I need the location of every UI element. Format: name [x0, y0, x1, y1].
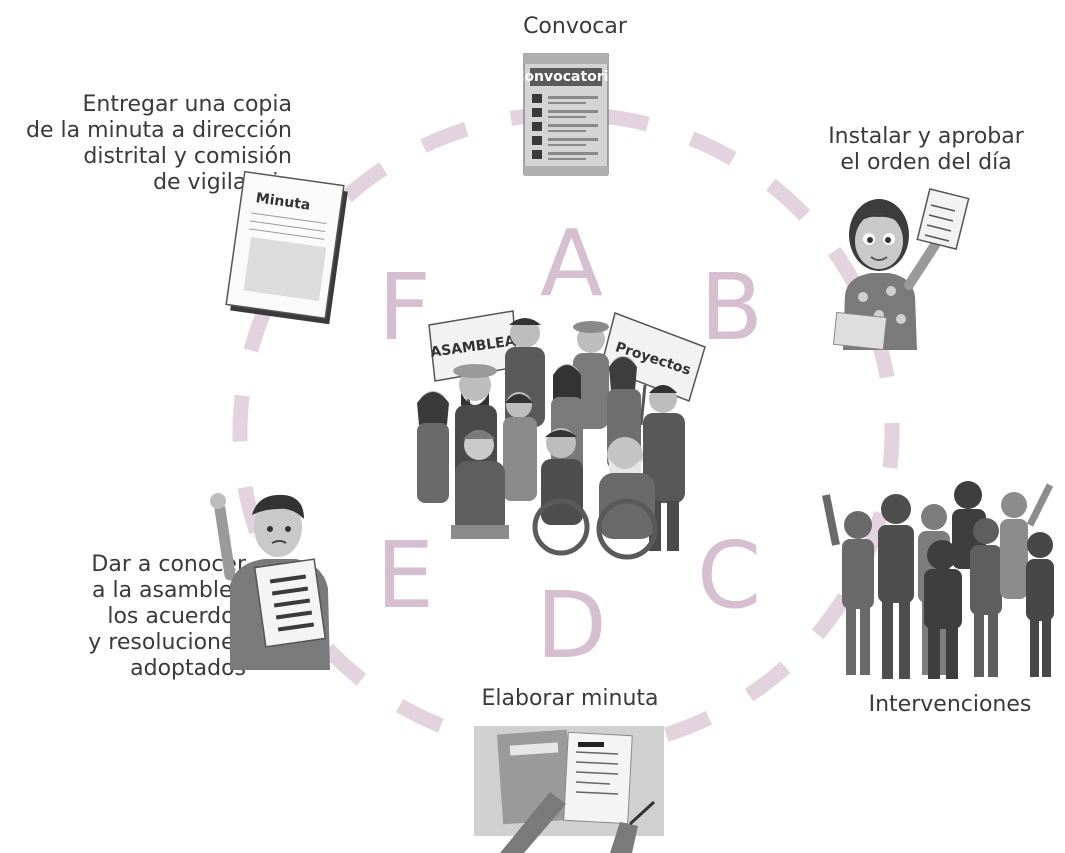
step-label-e: Dar a conocer a la asamblea los acuerdos… [20, 552, 246, 682]
minuta-document-illustration: Minuta [225, 170, 348, 325]
label-line: distrital y comisión [83, 144, 292, 169]
convocatoria-poster-illustration: Convocatoria [520, 53, 612, 176]
label-line: Intervenciones [868, 692, 1032, 717]
step-letter-e: E [376, 522, 435, 629]
step-label-f: Entregar una copia de la minuta a direcc… [10, 92, 292, 196]
step-letter-f: F [378, 254, 431, 361]
step-letter-c: C [697, 522, 762, 629]
step-label-d: Elaborar minuta [470, 686, 670, 712]
woman-with-agenda-illustration [832, 188, 970, 350]
label-line: Instalar y aprobar [828, 124, 1024, 149]
label-line: de la minuta a dirección [26, 118, 292, 143]
label-line: adoptados [130, 656, 246, 681]
label-line: los acuerdos [107, 604, 246, 629]
minuta-title: Minuta [255, 190, 312, 213]
step-label-c: Intervenciones [850, 692, 1050, 718]
step-letter-a: A [540, 210, 603, 317]
label-line: Dar a conocer [91, 552, 246, 577]
label-line: Convocar [523, 14, 627, 39]
man-with-agreements-illustration [210, 493, 330, 670]
label-line: a la asamblea [91, 578, 246, 603]
step-label-b: Instalar y aprobar el orden del día [806, 124, 1046, 176]
crowd-intervenciones-illustration [822, 481, 1054, 679]
writing-minuta-illustration [474, 726, 664, 853]
step-letter-d: D [536, 572, 607, 679]
label-line: Elaborar minuta [481, 686, 659, 711]
step-label-a: Convocar [500, 14, 650, 40]
assembly-group-illustration: ASAMBLEA Proyectos [417, 310, 706, 560]
label-line: el orden del día [840, 150, 1012, 175]
convocatoria-title: Convocatoria [520, 69, 612, 85]
label-line: Entregar una copia [82, 92, 292, 117]
label-line: y resoluciones [88, 630, 246, 655]
step-letter-b: B [700, 254, 764, 361]
